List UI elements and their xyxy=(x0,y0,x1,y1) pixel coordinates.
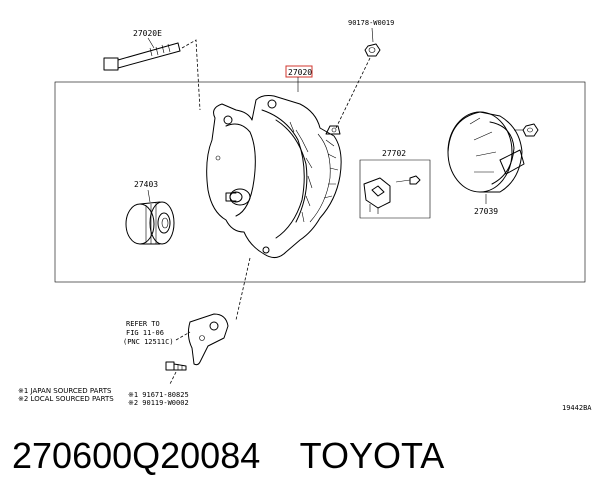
assembly-frame xyxy=(54,81,586,283)
label-cover-27039: 27039 xyxy=(474,207,498,216)
refer-line-3: (PNC 12511C) xyxy=(123,338,174,346)
pulley-drawing xyxy=(125,201,175,245)
label-pulley-27403: 27403 xyxy=(134,180,158,189)
footer-gap xyxy=(260,435,299,476)
footer-brand: TOYOTA xyxy=(299,435,445,476)
cover-drawing xyxy=(447,111,525,193)
refer-line-2: FIG 11-06 xyxy=(126,329,164,337)
parts-diagram: 27020E 90178-W0019 27020 27403 xyxy=(18,19,592,412)
label-alternator-27020: 27020 xyxy=(288,68,312,77)
small-nut-drawing xyxy=(522,123,539,137)
label-regulator-27702: 27702 xyxy=(382,149,406,158)
highlight-box-27020 xyxy=(285,65,313,78)
bolt-code-2: ※2 90119-W0002 xyxy=(128,399,189,407)
bolt-27020e-drawing xyxy=(103,42,181,71)
label-nut-90178-w0019: 90178-W0019 xyxy=(348,19,394,27)
nut-drawing xyxy=(364,43,381,57)
refer-line-1: REFER TO xyxy=(126,320,160,328)
note-japan-sourced: ※1 JAPAN SOURCED PARTS xyxy=(18,387,112,395)
figure-id: 19442BA xyxy=(562,404,592,412)
lower-bolt-drawing xyxy=(165,361,187,371)
regulator-drawing xyxy=(363,175,421,214)
footer-part-number: 270600Q20084 xyxy=(12,435,261,476)
alternator-drawing xyxy=(206,95,342,258)
footer-caption: 270600Q20084 TOYOTA xyxy=(12,434,444,478)
bolt-code-1: ※1 91671-80825 xyxy=(128,391,189,399)
note-local-sourced: ※2 LOCAL SOURCED PARTS xyxy=(18,395,114,403)
bracket-drawing xyxy=(187,313,229,366)
label-bolt-27020e: 27020E xyxy=(133,29,162,38)
